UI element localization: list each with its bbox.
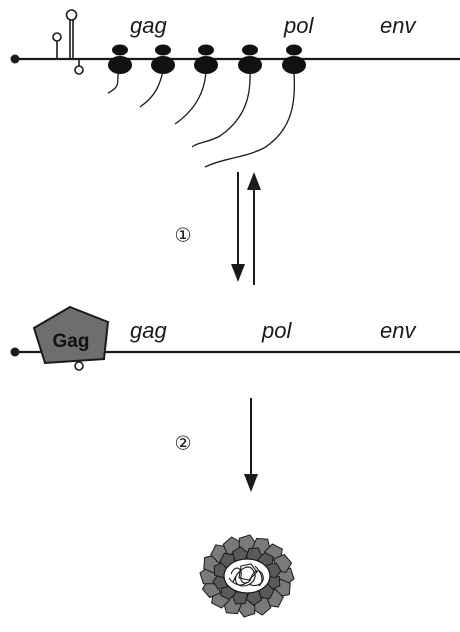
bottom-gene-label-pol: pol (261, 318, 292, 343)
peptide-chain (107, 70, 121, 94)
ribosome-icon (151, 44, 175, 74)
arrow-down-icon (244, 398, 258, 492)
arrow-down-icon (231, 172, 245, 282)
arrow-up-icon (247, 172, 261, 285)
stem-loop-icon (52, 9, 84, 75)
peptide-chain (174, 70, 207, 125)
peptide-chain (139, 70, 164, 108)
top-gene-label-pol: pol (283, 13, 314, 38)
step2-group: ② (174, 398, 258, 492)
gag-protein (32, 305, 110, 365)
ribosome-icon (194, 44, 218, 74)
gag-protein-label: Gag (53, 331, 90, 352)
bottom-5prime-cap (10, 347, 20, 357)
top-gene-label-env: env (380, 13, 417, 38)
bottom-rna-group: Gag gag pol env (10, 305, 460, 371)
bottom-gene-label-env: env (380, 318, 417, 343)
ribosome-icon (282, 44, 306, 74)
nascent-peptides (107, 70, 296, 168)
step2-number: ② (174, 433, 191, 455)
top-gene-label-gag: gag (130, 13, 167, 38)
ribosomes (108, 44, 306, 74)
ribosome-icon (238, 44, 262, 74)
step1-number: ① (174, 225, 191, 247)
top-5prime-cap (10, 54, 20, 64)
packaged-rna (228, 563, 264, 587)
peptide-chain (204, 72, 296, 168)
top-rna-group: gag pol env (10, 9, 460, 168)
virion-icon (199, 534, 295, 618)
bottom-gene-label-gag: gag (130, 318, 167, 343)
pentagon-icon: Gag (32, 305, 110, 365)
step1-group: ① (174, 172, 261, 285)
ribosome-icon (108, 44, 132, 74)
peptide-chain (191, 70, 251, 148)
